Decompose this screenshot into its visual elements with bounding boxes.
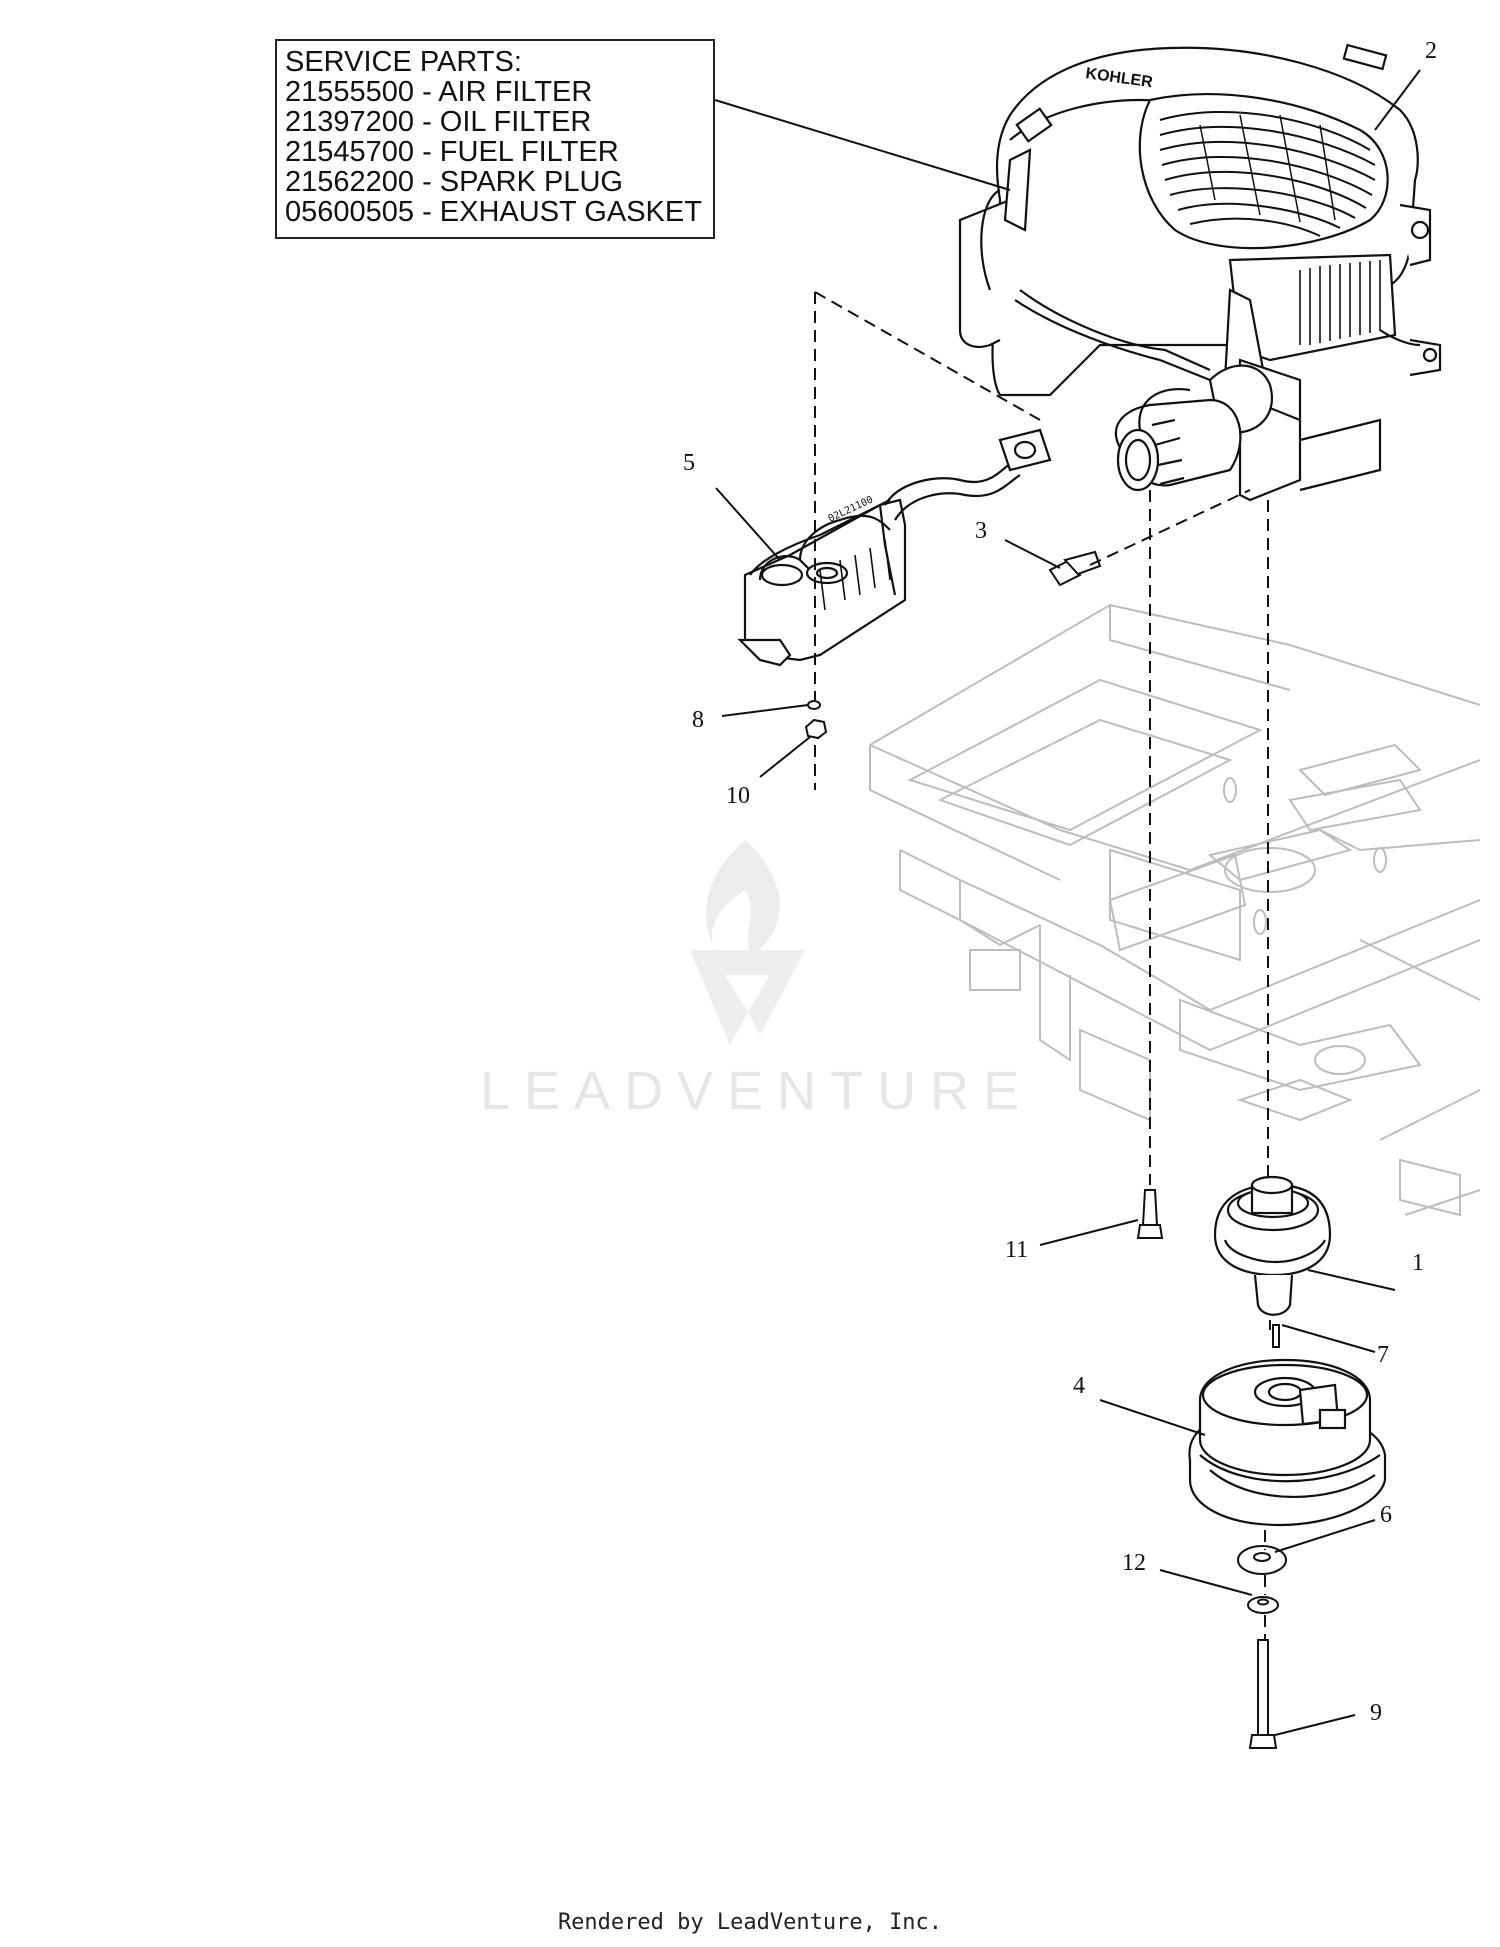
footer-credit: Rendered by LeadVenture, Inc. — [557, 1910, 943, 1935]
service-parts-heading: SERVICE PARTS: — [285, 46, 522, 78]
callout-3: 3 — [975, 518, 987, 544]
bolt-3 — [1048, 550, 1102, 587]
pulley — [1213, 1175, 1332, 1316]
callout-6: 6 — [1380, 1502, 1392, 1528]
leader-lines — [714, 69, 1421, 1736]
callout-11: 11 — [1005, 1237, 1028, 1263]
washer-6 — [1237, 1545, 1287, 1575]
service-part-line: 05600505 - EXHAUST GASKET — [285, 196, 702, 228]
washer-8 — [807, 700, 821, 710]
bolt-11 — [1136, 1189, 1164, 1239]
washer-12 — [1247, 1596, 1279, 1614]
callout-2: 2 — [1425, 38, 1437, 64]
callout-10: 10 — [726, 783, 750, 809]
key-7 — [1272, 1324, 1280, 1348]
callout-1: 1 — [1412, 1250, 1424, 1276]
nut-10 — [804, 718, 828, 740]
bolt-9 — [1248, 1639, 1278, 1749]
callout-9: 9 — [1370, 1700, 1382, 1726]
service-part-line: 21562200 - SPARK PLUG — [285, 166, 623, 198]
callout-12: 12 — [1122, 1550, 1146, 1576]
service-part-line: 21397200 - OIL FILTER — [285, 106, 592, 138]
engine: KOHLER — [958, 43, 1442, 502]
service-parts-box: SERVICE PARTS: 21555500 - AIR FILTER 213… — [275, 39, 715, 239]
muffler: 02L21100 — [737, 428, 1052, 667]
watermark-text: LEADVENTURE — [480, 1061, 1034, 1121]
callout-4: 4 — [1073, 1373, 1085, 1399]
alignment-lines — [814, 291, 1271, 1640]
callout-5: 5 — [683, 450, 695, 476]
oil-filter — [1114, 387, 1242, 492]
callout-7: 7 — [1377, 1342, 1389, 1368]
watermark-logo — [690, 840, 805, 1045]
service-part-line: 21555500 - AIR FILTER — [285, 76, 593, 108]
clutch — [1188, 1358, 1387, 1527]
mower-frame — [869, 603, 1481, 1217]
callout-labels: 1 2 3 4 5 6 7 8 9 10 11 12 — [683, 38, 1437, 1726]
service-part-line: 21545700 - FUEL FILTER — [285, 136, 619, 168]
callout-8: 8 — [692, 707, 704, 733]
